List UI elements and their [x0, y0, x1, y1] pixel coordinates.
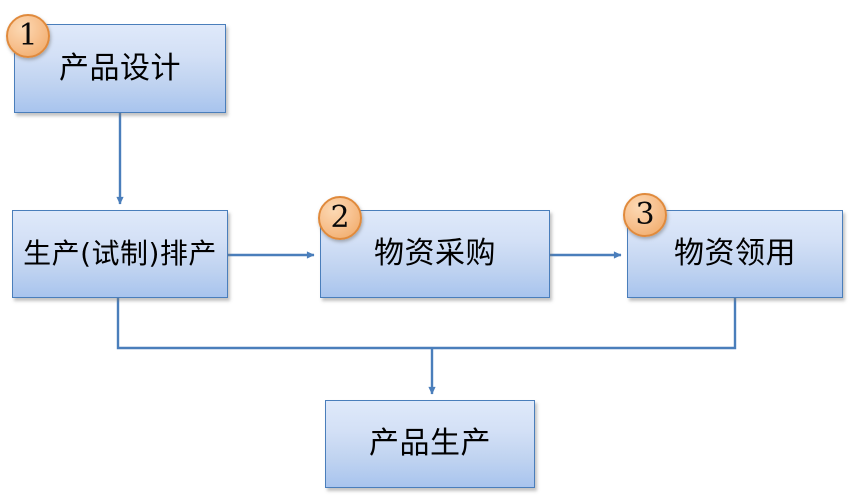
node-label: 产品生产	[369, 426, 491, 462]
node-label: 物资领用	[674, 236, 796, 272]
edge-requisition-to-manufacture	[432, 298, 737, 350]
node-material-requisition[interactable]: 物资领用	[627, 210, 843, 298]
node-label: 物资采购	[374, 236, 496, 272]
edge-schedule-to-manufacture	[116, 298, 432, 350]
node-production-schedule[interactable]: 生产(试制)排产	[12, 210, 228, 298]
node-label: 产品设计	[59, 50, 181, 86]
step-badge-3[interactable]: 3	[623, 193, 667, 237]
step-badge-2[interactable]: 2	[318, 196, 362, 240]
step-badge-1[interactable]: 1	[6, 14, 50, 58]
node-product-manufacture[interactable]: 产品生产	[325, 400, 535, 488]
node-label: 生产(试制)排产	[23, 237, 217, 271]
